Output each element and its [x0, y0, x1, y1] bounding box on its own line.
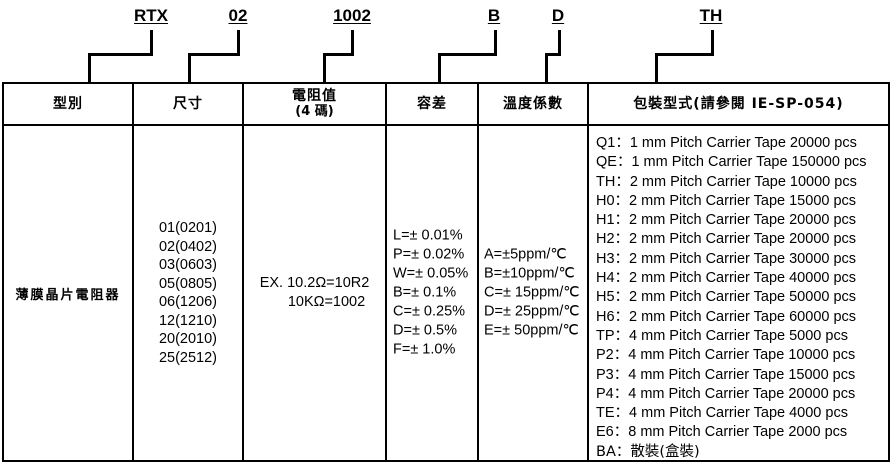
list-item: A=±5ppm/℃ — [484, 246, 567, 263]
table-column-resistance: 電阻值 (4 碼) EX. 10.2Ω=10R2 10KΩ=1002 — [242, 84, 385, 460]
column-header-tolerance: 容差 — [387, 84, 477, 126]
list-item: BA：散裝(盒裝) — [596, 443, 700, 460]
list-item: 03(0603) — [158, 257, 218, 273]
list-item: 12(1210) — [158, 312, 218, 329]
code-label-tolerance: B — [487, 6, 501, 25]
list-item: C=± 0.25% — [393, 303, 466, 320]
packaging-list: Q1：1 mm Pitch Carrier Tape 20000 pcs QE：… — [596, 134, 867, 462]
column-header-size: 尺寸 — [134, 84, 242, 126]
list-item: P=± 0.02% — [393, 246, 465, 263]
code-label-packaging: TH — [699, 6, 723, 25]
list-item: 06(1206) — [158, 294, 218, 310]
column-header-type: 型別 — [4, 84, 132, 126]
list-item: F=± 1.0% — [393, 341, 456, 358]
table-column-size-body: 01(0201) 02(0402) 03(0603) 05(0805) 06(1… — [134, 126, 242, 460]
code-label-resistance: 1002 — [333, 6, 371, 25]
list-item: H0：2 mm Pitch Carrier Tape 15000 pcs — [596, 192, 857, 209]
resistance-example-line-2: 10KΩ=1002 — [287, 294, 366, 310]
list-item: 05(0805) — [158, 275, 218, 292]
list-item: 20(2010) — [158, 331, 218, 347]
list-item: QE：1 mm Pitch Carrier Tape 150000 pcs — [596, 154, 867, 171]
column-header-resistance: 電阻值 (4 碼) — [244, 84, 385, 126]
list-item: H5：2 mm Pitch Carrier Tape 50000 pcs — [596, 289, 857, 306]
list-item: Q1：1 mm Pitch Carrier Tape 20000 pcs — [596, 135, 857, 151]
tolerance-list: L=± 0.01% P=± 0.02% W=± 0.05% B=± 0.1% C… — [393, 227, 468, 360]
list-item: P2：4 mm Pitch Carrier Tape 10000 pcs — [596, 347, 856, 364]
list-item: 02(0402) — [158, 238, 218, 255]
resistance-example: EX. 10.2Ω=10R2 10KΩ=1002 — [244, 274, 385, 312]
column-header-tcr-label: 溫度係數 — [503, 95, 563, 112]
list-item: L=± 0.01% — [393, 227, 463, 244]
column-header-size-label: 尺寸 — [173, 95, 203, 112]
list-item: H6：2 mm Pitch Carrier Tape 60000 pcs — [596, 308, 857, 325]
table-column-size: 尺寸 01(0201) 02(0402) 03(0603) 05(0805) 0… — [132, 84, 242, 460]
list-item: P3：4 mm Pitch Carrier Tape 15000 pcs — [596, 366, 856, 383]
list-item: 01(0201) — [158, 220, 218, 236]
list-item: TH：2 mm Pitch Carrier Tape 10000 pcs — [596, 173, 857, 190]
list-item: E6：8 mm Pitch Carrier Tape 2000 pcs — [596, 424, 848, 441]
list-item: H1：2 mm Pitch Carrier Tape 20000 pcs — [596, 212, 857, 229]
list-item: B=±10ppm/℃ — [484, 265, 575, 282]
table-column-resistance-body: EX. 10.2Ω=10R2 10KΩ=1002 — [244, 126, 385, 460]
table-column-tcr-body: A=±5ppm/℃ B=±10ppm/℃ C=± 15ppm/℃ D=± 25p… — [479, 126, 587, 460]
column-header-type-label: 型別 — [53, 95, 83, 112]
list-item: H3：2 mm Pitch Carrier Tape 30000 pcs — [596, 250, 857, 267]
table-column-tolerance-body: L=± 0.01% P=± 0.02% W=± 0.05% B=± 0.1% C… — [387, 126, 477, 460]
code-label-tcr: D — [551, 6, 565, 25]
type-value: 薄膜晶片電阻器 — [15, 287, 121, 303]
list-item: C=± 15ppm/℃ — [484, 284, 580, 301]
table-column-tolerance: 容差 L=± 0.01% P=± 0.02% W=± 0.05% B=± 0.1… — [385, 84, 477, 460]
list-item: W=± 0.05% — [393, 265, 469, 282]
list-item: 25(2512) — [158, 349, 218, 366]
specification-table: 型別 薄膜晶片電阻器 尺寸 01(0201) 02(0402) 03(0603)… — [2, 82, 890, 462]
tcr-list: A=±5ppm/℃ B=±10ppm/℃ C=± 15ppm/℃ D=± 25p… — [484, 246, 580, 341]
resistance-example-line-1: EX. 10.2Ω=10R2 — [259, 275, 370, 291]
list-item: D=± 0.5% — [393, 322, 457, 339]
table-column-packaging: 包裝型式(請參閱 IE-SP-054) Q1：1 mm Pitch Carrie… — [587, 84, 888, 460]
column-header-tolerance-label: 容差 — [417, 95, 447, 112]
column-header-packaging: 包裝型式(請參閱 IE-SP-054) — [589, 84, 888, 126]
code-label-size: 02 — [228, 6, 248, 25]
list-item: H4：2 mm Pitch Carrier Tape 40000 pcs — [596, 270, 857, 287]
table-column-tcr: 溫度係數 A=±5ppm/℃ B=±10ppm/℃ C=± 15ppm/℃ D=… — [477, 84, 587, 460]
size-list: 01(0201) 02(0402) 03(0603) 05(0805) 06(1… — [134, 219, 242, 367]
column-header-packaging-label: 包裝型式(請參閱 IE-SP-054) — [633, 95, 844, 112]
list-item: H2：2 mm Pitch Carrier Tape 20000 pcs — [596, 231, 857, 248]
table-column-type: 型別 薄膜晶片電阻器 — [4, 84, 132, 460]
code-label-type: RTX — [134, 6, 168, 25]
column-header-resistance-sublabel: (4 碼) — [295, 104, 334, 119]
list-item: P4：4 mm Pitch Carrier Tape 20000 pcs — [596, 385, 856, 402]
list-item: D=± 25ppm/℃ — [484, 303, 580, 320]
table-column-type-body: 薄膜晶片電阻器 — [4, 126, 132, 460]
list-item: E=± 50ppm/℃ — [484, 322, 579, 339]
list-item: TP：4 mm Pitch Carrier Tape 5000 pcs — [596, 327, 848, 344]
column-header-resistance-label: 電阻值 — [292, 88, 337, 104]
list-item: TE：4 mm Pitch Carrier Tape 4000 pcs — [596, 405, 848, 422]
table-column-packaging-body: Q1：1 mm Pitch Carrier Tape 20000 pcs QE：… — [589, 126, 888, 460]
list-item: B=± 0.1% — [393, 284, 457, 301]
column-header-tcr: 溫度係數 — [479, 84, 587, 126]
